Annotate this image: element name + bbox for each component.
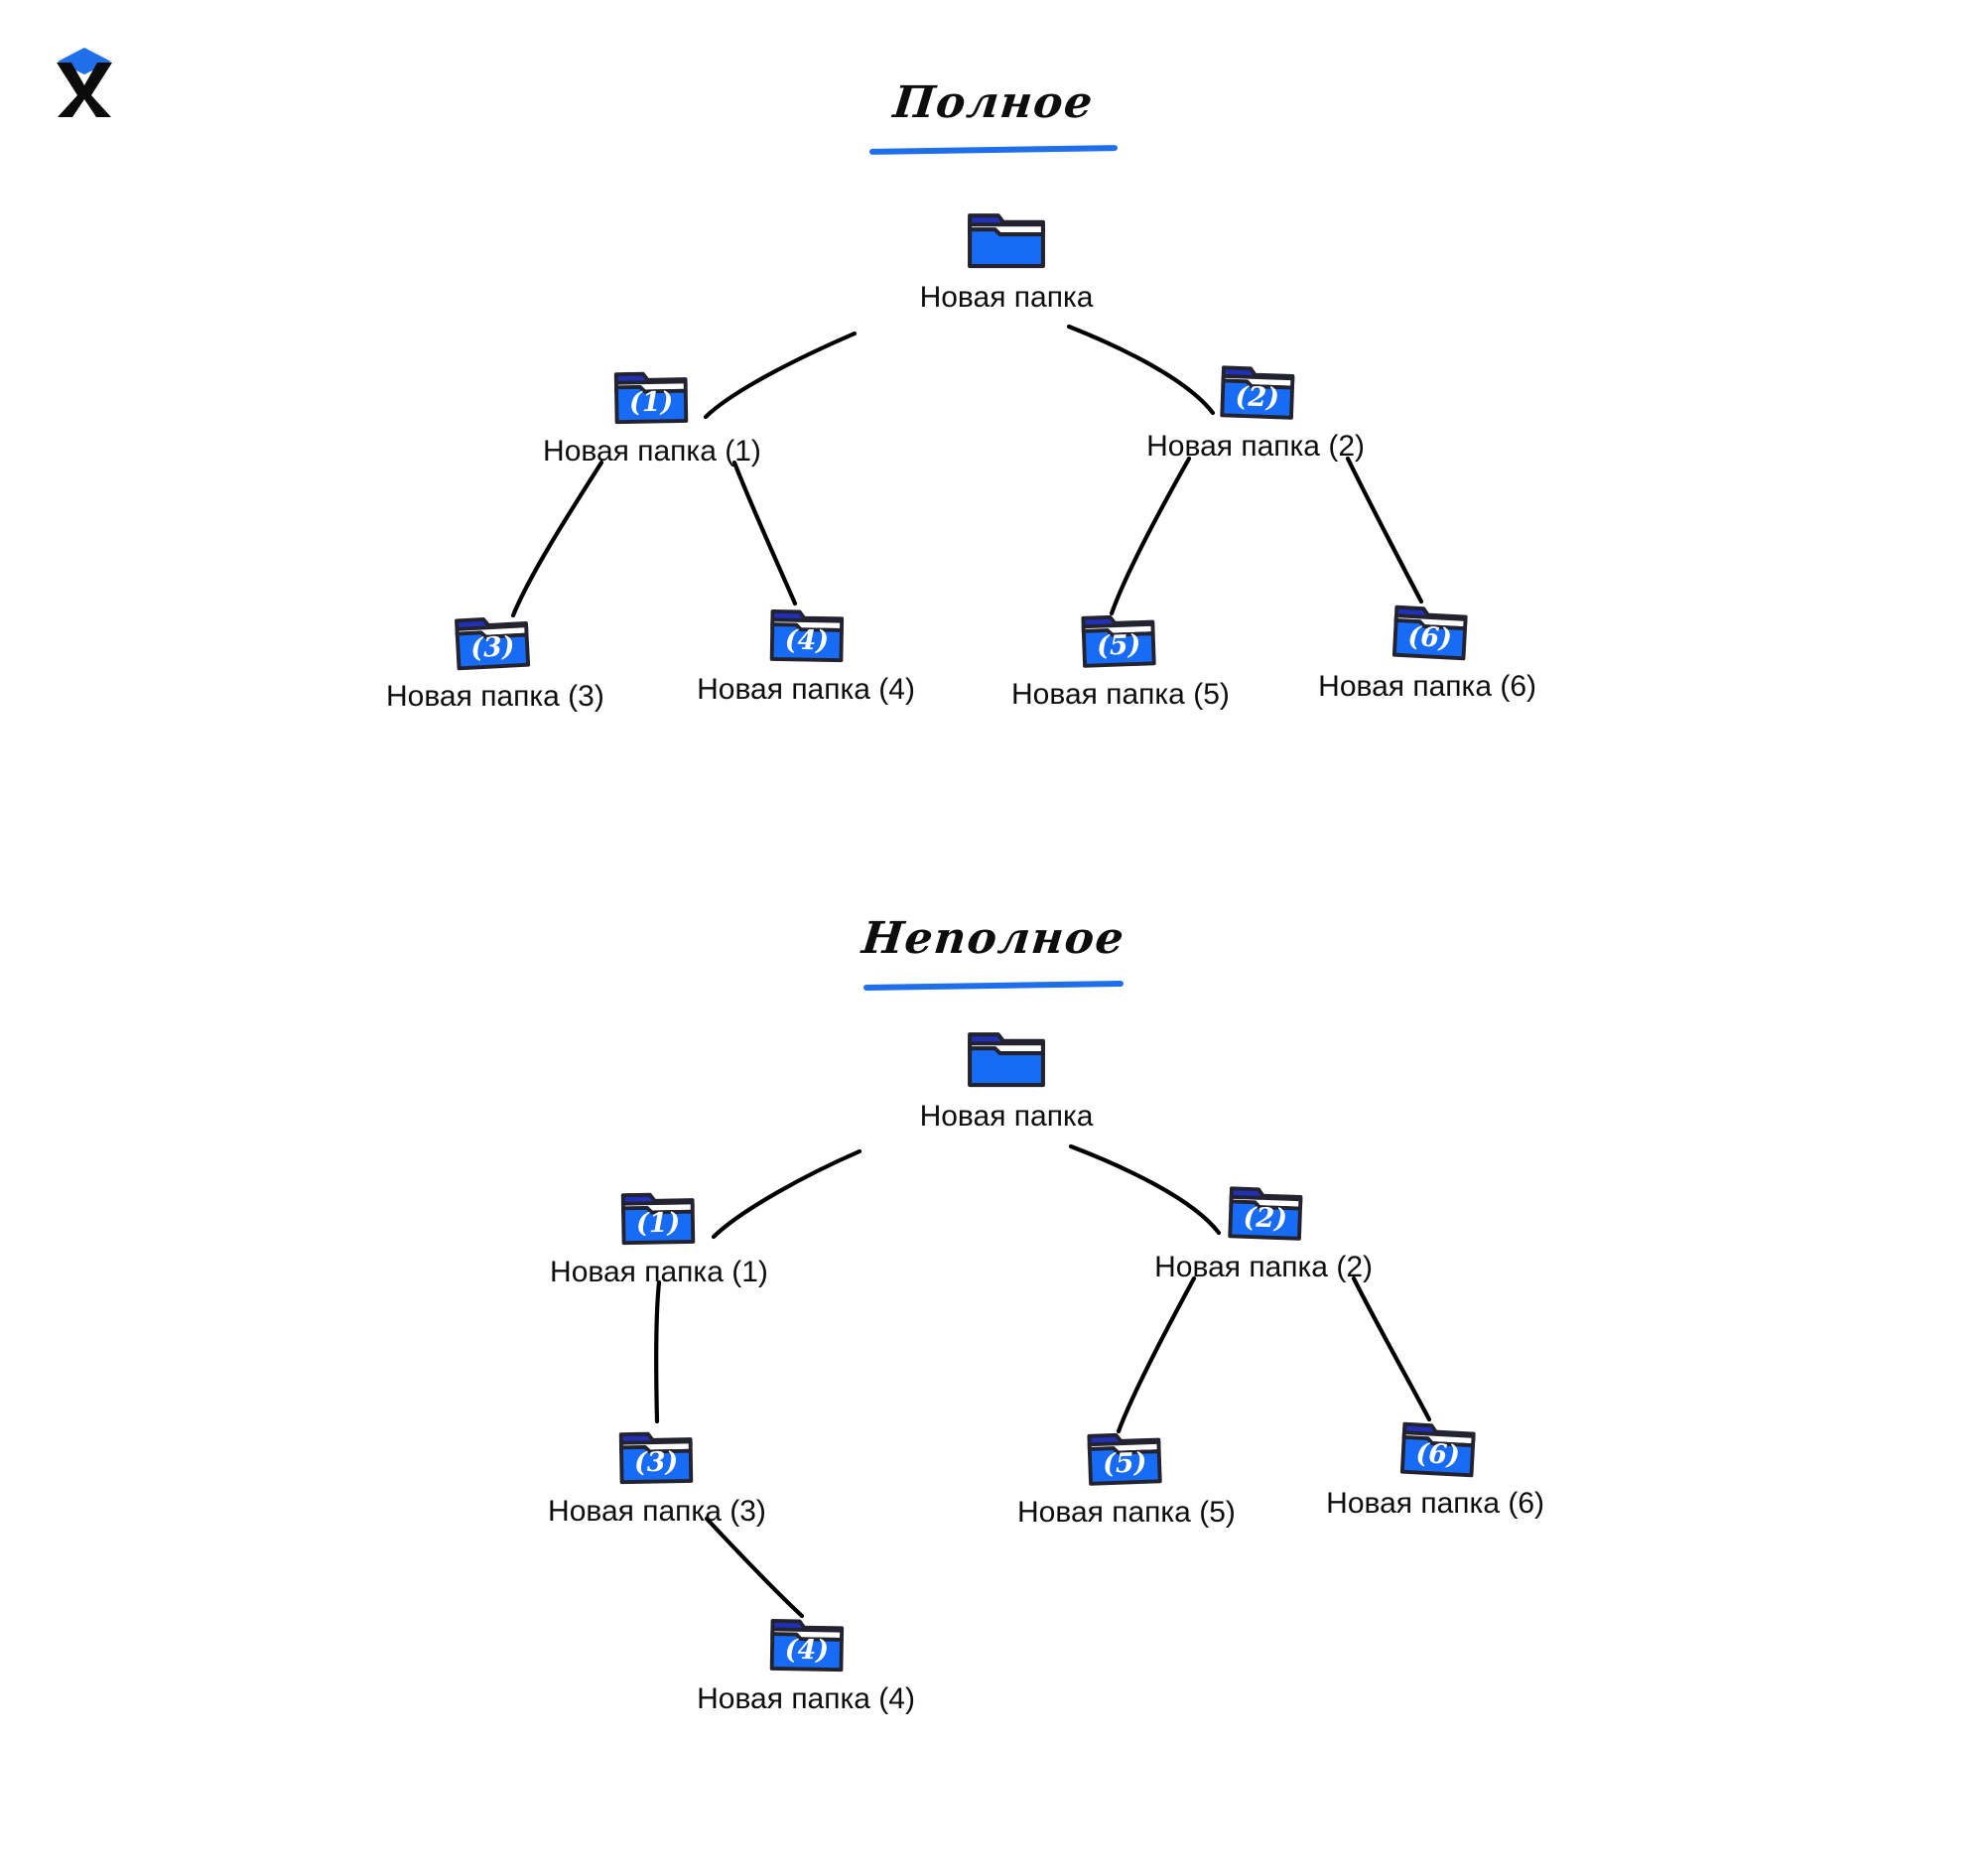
folder-icon xyxy=(968,1032,1045,1088)
tree-node-label: Новая папка (5) xyxy=(1017,1495,1236,1529)
edge2-2-to-5 xyxy=(1116,1275,1197,1434)
folder-icon xyxy=(1228,1186,1303,1241)
tree-node-nepolnoe-root[interactable]: Новая папка xyxy=(920,1024,1093,1133)
section-underline-nepolnoe xyxy=(862,980,1125,992)
folder-icon xyxy=(618,1431,694,1485)
folder-icon xyxy=(613,371,689,425)
tree-node-polnoe-n4[interactable]: (4)Новая папка (4) xyxy=(697,603,915,706)
tree-node-polnoe-n3[interactable]: (3)Новая папка (3) xyxy=(386,608,604,713)
tree-node-label: Новая папка (4) xyxy=(697,1681,915,1715)
section-underline-polnoe xyxy=(868,145,1119,155)
folder-icon xyxy=(1087,1432,1162,1486)
tree-node-polnoe-root[interactable]: Новая папка xyxy=(920,205,1093,314)
folder-icon xyxy=(968,213,1045,269)
tree-node-nepolnoe-n4[interactable]: (4)Новая папка (4) xyxy=(697,1612,915,1715)
folder-icon xyxy=(1391,604,1468,661)
tree-node-polnoe-n6[interactable]: (6)Новая папка (6) xyxy=(1318,599,1536,703)
folder-icon xyxy=(455,617,531,671)
edge2-3-to-4 xyxy=(704,1516,805,1619)
edge-2-to-6 xyxy=(1345,456,1424,604)
tree-node-polnoe-n5[interactable]: (5)Новая папка (5) xyxy=(1011,607,1230,711)
tree-node-nepolnoe-n5[interactable]: (5)Новая папка (5) xyxy=(1017,1425,1236,1529)
folder-icon xyxy=(769,1618,845,1673)
brand-logo xyxy=(48,42,121,119)
tree-node-nepolnoe-n2[interactable]: (2)Новая папка (2) xyxy=(1154,1180,1373,1283)
tree-node-label: Новая папка (2) xyxy=(1146,429,1365,463)
folder-icon xyxy=(1081,614,1156,668)
tree-node-label: Новая папка (3) xyxy=(385,679,604,713)
tree-node-label: Новая папка xyxy=(919,281,1094,314)
edge2-root-to-2 xyxy=(1068,1143,1222,1236)
tree-node-label: Новая папка (4) xyxy=(697,672,915,706)
edge2-1-to-3 xyxy=(654,1279,662,1424)
section-heading-polnoe: Полное xyxy=(890,77,1097,128)
tree-node-label: Новая папка (6) xyxy=(1318,669,1537,703)
edge-root-to-2 xyxy=(1066,324,1216,416)
tree-node-label: Новая папка xyxy=(919,1100,1094,1133)
folder-icon xyxy=(769,608,845,663)
tree-node-label: Новая папка (5) xyxy=(1011,677,1230,711)
tree-node-label: Новая папка (3) xyxy=(548,1494,766,1528)
tree-node-nepolnoe-n1[interactable]: (1)Новая папка (1) xyxy=(550,1185,768,1288)
tree-node-label: Новая папка (1) xyxy=(550,1255,768,1288)
folder-icon xyxy=(1220,365,1295,420)
tree-node-polnoe-n1[interactable]: (1)Новая папка (1) xyxy=(543,364,761,468)
tree-node-label: Новая папка (2) xyxy=(1154,1250,1373,1283)
folder-icon xyxy=(1399,1421,1476,1478)
edge-2-to-5 xyxy=(1109,456,1192,616)
tree-node-nepolnoe-n6[interactable]: (6)Новая папка (6) xyxy=(1326,1415,1544,1520)
folder-icon xyxy=(620,1192,696,1246)
edge-1-to-3 xyxy=(510,460,604,618)
edge-1-to-4 xyxy=(731,460,798,606)
edge-root-to-1 xyxy=(703,331,858,420)
tree-node-nepolnoe-n3[interactable]: (3)Новая папка (3) xyxy=(548,1424,766,1528)
tree-node-label: Новая папка (6) xyxy=(1326,1486,1545,1520)
letter-x-icon xyxy=(57,63,112,117)
tree-node-polnoe-n2[interactable]: (2)Новая папка (2) xyxy=(1146,359,1365,463)
section-heading-nepolnoe: Неполное xyxy=(860,913,1127,964)
edge2-2-to-6 xyxy=(1351,1275,1432,1422)
tree-node-label: Новая папка (1) xyxy=(543,434,761,468)
edge2-root-to-1 xyxy=(711,1148,862,1240)
